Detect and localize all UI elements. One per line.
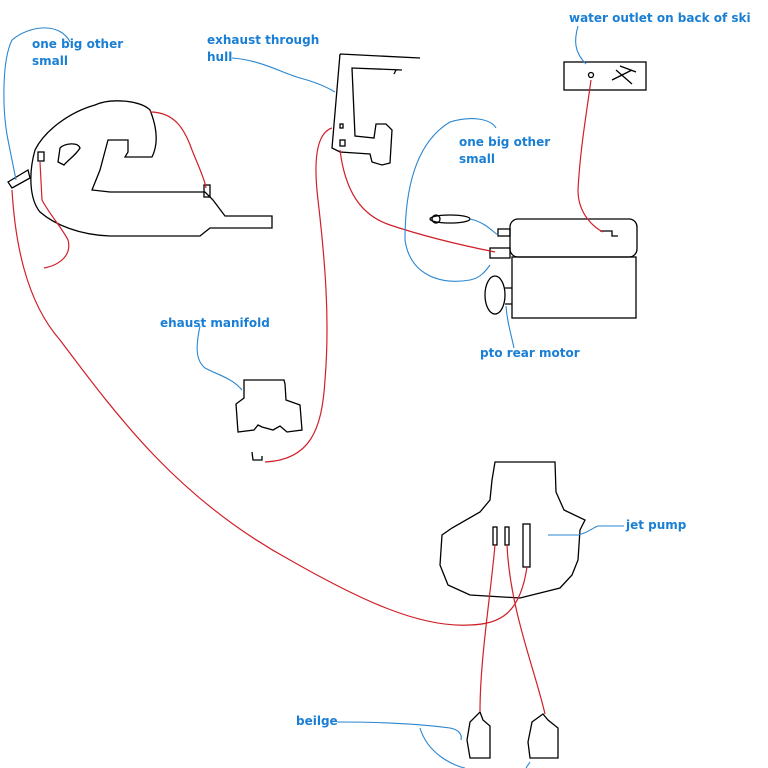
label-exhaust-through-hull: exhaust through hull [207, 33, 320, 64]
exhaust-manifold-part [235, 379, 303, 461]
label-pto-rear-motor: pto rear motor [480, 346, 580, 360]
hoses [11, 79, 604, 715]
leader-lines [3, 25, 624, 768]
jet-pump-part [439, 461, 586, 599]
label-jet-pump: jet pump [626, 518, 687, 532]
label-cooling-right: one big other small [459, 135, 551, 166]
exhaust-pipe-assembly [7, 100, 273, 237]
label-cooling-left: one big other small [32, 37, 124, 68]
label-water-outlet: water outlet on back of ski [569, 11, 751, 25]
water-outlet-part [563, 61, 647, 91]
label-exhaust-manifold: ehaust manifold [160, 316, 270, 330]
bilge-pickups [466, 710, 559, 759]
exhaust-through-hull-part [331, 53, 421, 166]
label-bilge: beilge [296, 714, 338, 728]
engine-block [429, 214, 638, 319]
